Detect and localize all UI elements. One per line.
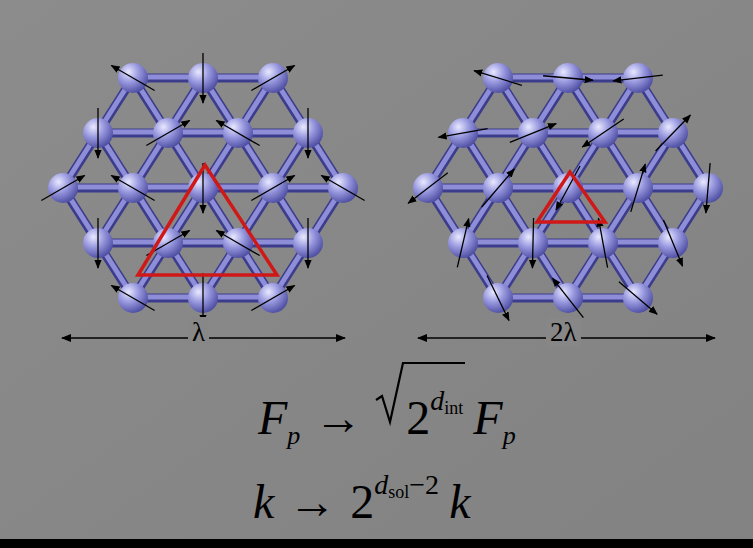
spin-arrow (202, 53, 203, 103)
square-root: 2dint (402, 362, 465, 441)
spin-arrow (438, 129, 487, 138)
subscript: sol (388, 482, 409, 502)
spin-arrow (216, 121, 259, 146)
symbol: F (473, 391, 502, 444)
spin-arrow (598, 218, 607, 267)
spin-arrows (41, 53, 364, 323)
spin-lattice (408, 63, 723, 320)
spin-arrow (202, 273, 203, 323)
bottom-bar (0, 539, 753, 548)
spin-arrow (706, 163, 710, 213)
spin-arrow (457, 219, 468, 268)
red-triangle (537, 172, 605, 222)
spin-arrow (553, 278, 584, 317)
spin-arrow (111, 176, 154, 201)
spin-arrow (582, 119, 623, 147)
spin-arrow (111, 286, 154, 311)
exponent: d (430, 385, 444, 416)
spin-arrow (656, 115, 691, 151)
number: 2 (406, 391, 430, 444)
spin-arrow (631, 164, 645, 212)
atoms (413, 63, 723, 313)
spin-arrow (487, 276, 509, 321)
symbol: F (258, 391, 287, 444)
subscript: p (503, 421, 516, 450)
spin-arrow (532, 218, 533, 268)
symbol: k (449, 475, 470, 528)
spin-arrow (663, 220, 682, 266)
spin-arrow (97, 218, 98, 268)
arrow-symbol: → (288, 475, 336, 528)
spin-arrow (97, 108, 98, 158)
spin-arrow (251, 286, 294, 311)
spin-arrow (619, 282, 657, 314)
dimension-label: 2λ (546, 317, 581, 347)
spin-arrow (613, 75, 663, 81)
exponent: −2 (409, 469, 439, 500)
spin-arrow (251, 66, 294, 91)
spin-arrow (251, 176, 294, 201)
arrow-symbol: → (314, 391, 362, 444)
number: 2 (350, 475, 374, 528)
spin-arrow (510, 124, 556, 143)
spin-arrow (41, 176, 84, 201)
spin-arrows (408, 71, 710, 321)
spin-arrow (216, 231, 259, 256)
spin-lattice (41, 53, 364, 323)
spin-arrow (146, 121, 189, 146)
scaling-formula: Fp→2dintFp (258, 362, 516, 466)
spin-arrow (307, 218, 308, 268)
radical-sign (374, 362, 404, 426)
spin-arrow (474, 71, 522, 86)
dimension-label: λ (188, 317, 209, 347)
spin-arrow (482, 169, 514, 207)
spin-arrow (307, 108, 308, 158)
spin-arrow (321, 176, 364, 201)
spin-arrow (111, 66, 154, 91)
subscript: p (287, 421, 300, 450)
scaling-formula: k → 2dsol−2 k (253, 455, 470, 532)
bonds (428, 77, 708, 298)
spin-arrow (408, 173, 448, 204)
exponent: d (374, 469, 388, 500)
spin-arrow (543, 76, 593, 81)
red-triangle (138, 165, 277, 275)
symbol: k (253, 475, 274, 528)
bonds (63, 77, 343, 298)
subscript: int (444, 398, 463, 418)
